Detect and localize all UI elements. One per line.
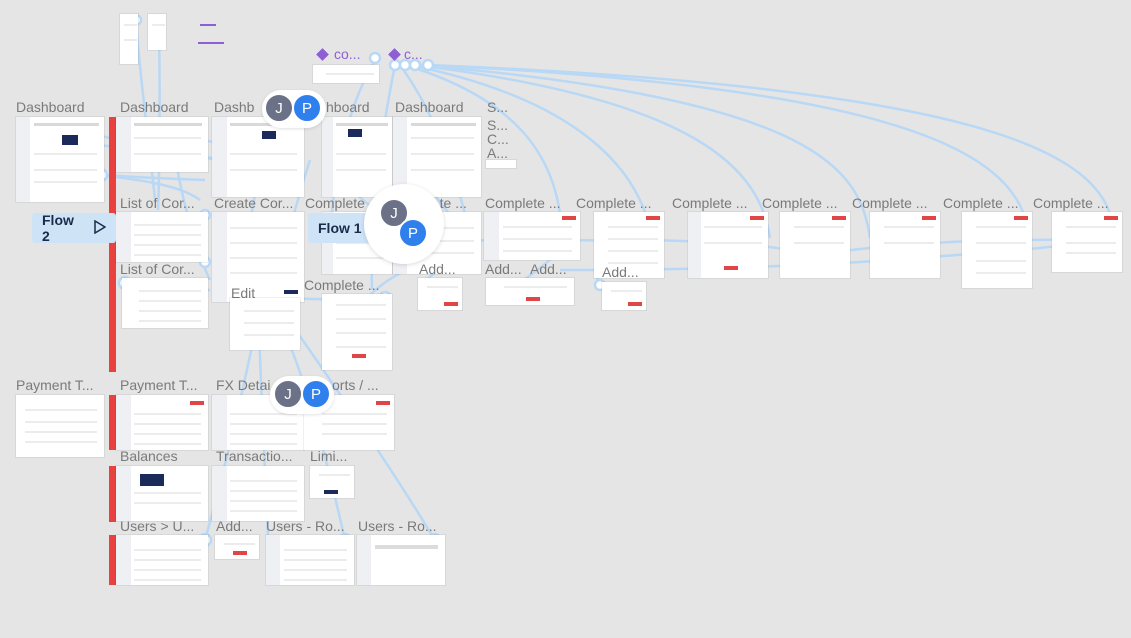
frame-label[interactable]: List of Cor...	[120, 195, 195, 211]
frame-label[interactable]: Add...	[485, 261, 522, 277]
user-avatar[interactable]: P	[292, 93, 322, 123]
frame-label[interactable]: Add...	[602, 264, 639, 280]
frame-table[interactable]	[212, 466, 304, 521]
frame-dashboard[interactable]	[16, 117, 104, 202]
frame-list[interactable]	[122, 278, 208, 328]
user-avatar[interactable]: P	[398, 218, 428, 248]
frame-label[interactable]: Complete ...	[943, 195, 1019, 211]
frame-label[interactable]: Add...	[530, 261, 567, 277]
frame-label[interactable]: FX Detai	[216, 377, 271, 393]
frame-complete[interactable]	[870, 212, 940, 278]
frame-label[interactable]: Dashboard	[16, 99, 85, 115]
frame-label[interactable]: A...	[487, 145, 509, 161]
frame-label[interactable]: orts / ...	[332, 377, 379, 393]
component-icon	[388, 48, 401, 61]
frame-label[interactable]: Complete ...	[1033, 195, 1109, 211]
play-icon	[94, 219, 107, 237]
frame-label[interactable]: Edit	[231, 285, 256, 301]
section-bar	[109, 535, 116, 585]
frame-table[interactable]	[116, 395, 208, 450]
section-bar	[109, 117, 116, 372]
frame-dashboard[interactable]	[212, 117, 304, 197]
frame-label[interactable]: C...	[487, 131, 509, 147]
frame-label[interactable]: Add...	[216, 518, 253, 534]
frame-table[interactable]	[304, 395, 394, 450]
frame-label[interactable]: Add...	[419, 261, 456, 277]
frame-complete[interactable]	[1052, 212, 1122, 272]
frame-label[interactable]: Dashboard	[395, 99, 464, 115]
frame-label[interactable]: Complete ...	[576, 195, 652, 211]
frame-complete[interactable]	[594, 212, 664, 278]
frame-thumbnail[interactable]	[196, 20, 226, 48]
frame-thumbnail[interactable]	[148, 14, 166, 50]
frame-label[interactable]: Users - Ro...	[358, 518, 437, 534]
frame-label[interactable]: S...	[487, 99, 509, 115]
frame-complete[interactable]	[688, 212, 768, 278]
component-label[interactable]: co...	[334, 46, 361, 62]
frame-table[interactable]	[16, 395, 104, 457]
frame-complete[interactable]	[484, 212, 580, 260]
frame-label[interactable]: Transactio...	[216, 448, 293, 464]
frame-complete[interactable]	[780, 212, 850, 278]
frame-thumbnail[interactable]	[120, 14, 138, 64]
user-avatar[interactable]: P	[301, 379, 331, 409]
frame-modal[interactable]	[602, 282, 646, 310]
frame-label[interactable]: Complete ...	[762, 195, 838, 211]
frame-label[interactable]: Create Cor...	[214, 195, 294, 211]
user-avatar[interactable]: J	[264, 93, 294, 123]
flow-label: Flow 2	[42, 212, 74, 244]
flow-label: Flow 1	[318, 220, 362, 236]
frame-modal[interactable]	[215, 535, 259, 559]
frame-label[interactable]: List of Cor...	[120, 261, 195, 277]
frame-dashboard[interactable]	[116, 117, 208, 172]
frame-form[interactable]	[230, 298, 300, 350]
frame-modal[interactable]	[418, 278, 462, 310]
frame-balances[interactable]	[116, 466, 208, 521]
frame-label[interactable]: Complete ...	[305, 195, 381, 211]
frame-thumbnail[interactable]	[486, 160, 516, 168]
frame-label[interactable]: Balances	[120, 448, 178, 464]
user-avatar[interactable]: J	[273, 379, 303, 409]
frame-list[interactable]	[116, 212, 208, 262]
frame-modal[interactable]	[486, 278, 574, 305]
frame-label[interactable]: Complete ...	[672, 195, 748, 211]
frame-label[interactable]: Complete ...	[304, 277, 380, 293]
section-bar	[109, 466, 116, 522]
frame-label[interactable]: Users - Ro...	[266, 518, 345, 534]
frame-label[interactable]: Dashboard	[120, 99, 189, 115]
frame-label[interactable]: Payment T...	[16, 377, 94, 393]
frame-label[interactable]: Users > U...	[120, 518, 195, 534]
frame-label[interactable]: Payment T...	[120, 377, 198, 393]
component-label[interactable]: c...	[404, 46, 423, 62]
frame-modal[interactable]	[310, 466, 354, 498]
frame-users[interactable]	[116, 535, 208, 585]
component-icon	[316, 48, 329, 61]
frame-label[interactable]: Limi...	[310, 448, 348, 464]
frame-label[interactable]: hboard	[326, 99, 370, 115]
frame-label[interactable]: S...	[487, 117, 509, 133]
frame-label[interactable]: Complete ...	[852, 195, 928, 211]
frame-form[interactable]	[212, 212, 304, 302]
frame-complete[interactable]	[322, 294, 392, 370]
frame-label[interactable]: Dashb	[214, 99, 255, 115]
frame-users[interactable]	[357, 535, 445, 585]
frame-label[interactable]: Complete ...	[485, 195, 561, 211]
frame-users[interactable]	[266, 535, 354, 585]
frame-thumbnail[interactable]	[313, 65, 379, 83]
flow-2-button[interactable]: Flow 2	[32, 212, 116, 244]
frame-dashboard[interactable]	[393, 117, 481, 197]
section-bar	[109, 395, 116, 450]
frame-dashboard[interactable]	[322, 117, 392, 197]
frame-complete[interactable]	[962, 212, 1032, 288]
